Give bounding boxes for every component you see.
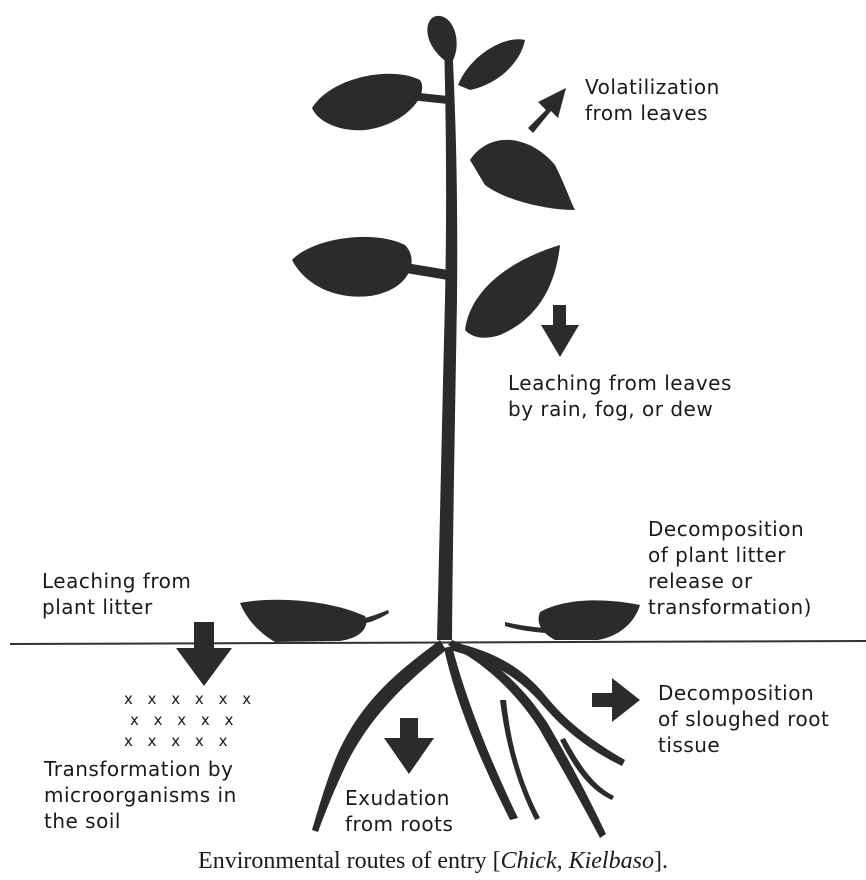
label-leaching-leaves: Leaching from leaves by rain, fog, or de… — [508, 371, 732, 421]
root — [560, 738, 614, 800]
litter-leaf — [240, 599, 367, 642]
root — [450, 642, 625, 766]
arrow-volatilization — [528, 88, 566, 133]
leaf — [470, 139, 575, 210]
arrow-leaching-litter — [176, 622, 232, 686]
litter-leaf-tip — [505, 622, 546, 633]
root — [312, 640, 446, 832]
label-leaching-litter: Leaching from plant litter — [42, 569, 192, 619]
root — [500, 700, 540, 820]
leaf — [292, 236, 412, 297]
root — [444, 646, 518, 820]
label-exudation: Exudation from roots — [345, 786, 454, 836]
arrow-decomposition-root — [592, 678, 640, 722]
leaf — [458, 39, 525, 90]
label-transformation: Transformation by microorganisms in the … — [44, 757, 237, 833]
microorganism-row: x x x x x — [130, 711, 239, 729]
arrow-leaching-leaves — [541, 305, 579, 357]
leaf — [312, 73, 423, 131]
plant-stem — [437, 40, 458, 640]
litter-leaf-tip — [355, 610, 389, 625]
root — [448, 640, 606, 838]
label-decomposition-litter: Decomposition of plant litter release or… — [648, 517, 812, 619]
leaf-stalk — [410, 92, 448, 104]
arrow-exudation — [384, 718, 434, 774]
microorganism-row: x x x x x x — [124, 690, 257, 708]
label-decomposition-root: Decomposition of sloughed root tissue — [658, 681, 830, 757]
litter-leaf — [538, 600, 640, 640]
leaf-stalk — [400, 262, 448, 280]
label-volatilization: Volatilization from leaves — [585, 75, 720, 125]
microorganism-row: x x x x x — [124, 732, 233, 750]
figure-caption: Environmental routes of entry [Chick, Ki… — [198, 848, 668, 874]
top-bud — [427, 15, 457, 62]
leaf — [465, 245, 560, 338]
